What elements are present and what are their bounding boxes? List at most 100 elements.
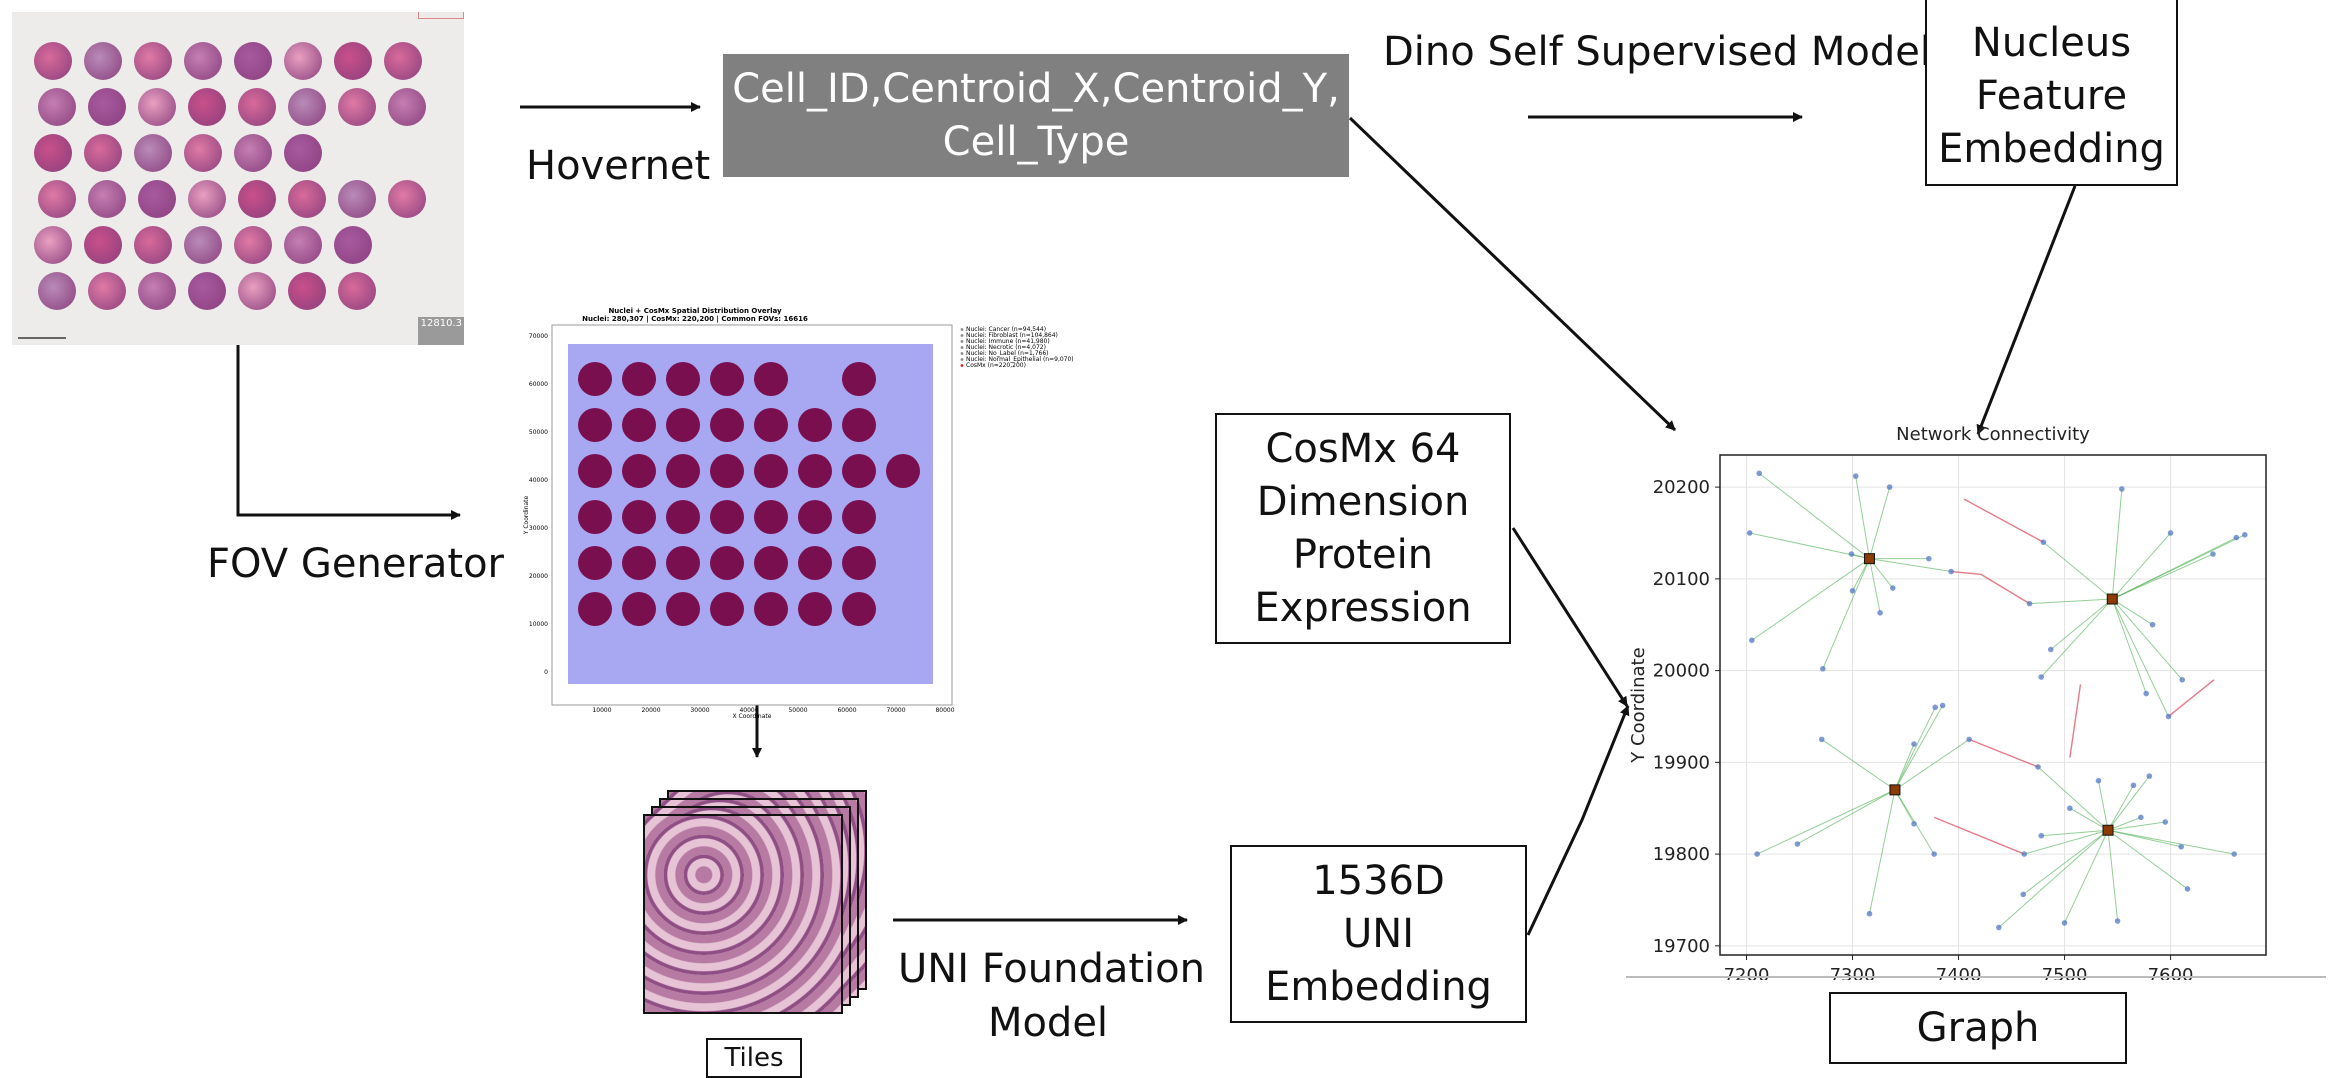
graph-edge: [2112, 598, 2153, 626]
tissue-core: [38, 88, 76, 126]
fov-core: [842, 592, 876, 626]
graph-node: [2210, 551, 2216, 557]
graph-node: [2047, 646, 2054, 653]
uni-embedding-box: 1536D UNI Embedding: [1230, 845, 1527, 1023]
fov-xtick: 10000: [592, 707, 611, 714]
fov-legend-entry: Nuclei: Immune (n=41,980): [966, 338, 1050, 345]
fov-core: [622, 408, 656, 442]
graph-label-box: Graph: [1829, 992, 2127, 1064]
graph-edge: [2111, 488, 2123, 600]
graph-node: [2138, 814, 2144, 821]
tissue-core: [288, 88, 326, 126]
tissue-core: [88, 272, 126, 310]
fov-core: [798, 454, 832, 488]
fov-legend: Nuclei: Cancer (n=94,544)Nuclei: Fibrobl…: [960, 326, 1074, 369]
slide-corner-label: 12810.3: [418, 317, 464, 345]
tissue-core: [184, 42, 222, 80]
fov-ylabel: Y Coordinate: [523, 495, 530, 535]
graph-edge: [2097, 780, 2109, 831]
graph-hub-node: [1863, 553, 1875, 565]
graph-node: [2035, 764, 2041, 770]
graph-ytick-label: 19800: [1653, 844, 1710, 865]
graph-edge: [1894, 738, 1970, 791]
fov-core: [754, 454, 788, 488]
slide-label-marker: [418, 12, 464, 19]
tissue-core: [88, 180, 126, 218]
fov-title-1: Nuclei + CosMx Spatial Distribution Over…: [608, 307, 782, 315]
nucleus-embedding-box: Nucleus Feature Embedding: [1925, 0, 2178, 186]
graph-cross-edge: [1933, 816, 2025, 855]
graph-edge: [2111, 598, 2183, 681]
fov-core: [842, 546, 876, 580]
graph-edge: [2064, 830, 2109, 924]
graph-edge: [2112, 553, 2214, 600]
fov-xtick: 30000: [690, 707, 709, 714]
graph-node: [1948, 568, 1954, 575]
cosmx-line-2: Dimension: [1256, 478, 1470, 525]
graph-node: [1996, 924, 2002, 931]
cosmx-line-3: Protein: [1292, 531, 1434, 578]
graph-node: [2233, 534, 2240, 541]
graph-edge: [2107, 785, 2134, 831]
graph-plot-frame: [1719, 454, 2267, 956]
fov-core: [842, 362, 876, 396]
tissue-core: [388, 88, 426, 126]
cosmx-line-4: Expression: [1254, 584, 1472, 631]
nucleus-embedding-line-2: Feature: [1975, 73, 2128, 119]
tissue-core: [34, 42, 72, 80]
graph-cross-edge: [2069, 684, 2082, 758]
graph-label: Graph: [1916, 1004, 2040, 1051]
tissue-core: [334, 226, 372, 264]
graph-node: [1932, 704, 1939, 711]
fov-legend-entry: Nuclei: Necrotic (n=4,072): [966, 344, 1046, 351]
fov-core: [798, 500, 832, 534]
graph-edge: [2111, 532, 2171, 600]
graph-edge: [1869, 558, 1952, 573]
graph-edge: [1751, 558, 1870, 641]
fov-core: [666, 362, 700, 396]
graph-edge: [1797, 789, 1896, 845]
fov-legend-marker: [960, 334, 964, 337]
graph-node: [2162, 819, 2169, 825]
fov-xtick: 50000: [788, 707, 807, 714]
graph-ytick-label: 19900: [1653, 752, 1710, 773]
graph-node: [1911, 821, 1917, 827]
fov-title-2: Nuclei: 280,307 | CosMx: 220,200 | Commo…: [582, 315, 808, 324]
fov-core: [666, 408, 700, 442]
fov-core: [754, 592, 788, 626]
graph-hub-node: [2106, 593, 2118, 605]
graph-node: [2040, 539, 2047, 545]
arrow-celltable-to-graph: [1348, 116, 1677, 432]
fov-core: [578, 362, 612, 396]
tissue-core: [284, 42, 322, 80]
fov-core: [798, 408, 832, 442]
cosmx-line-1: CosMx 64: [1265, 425, 1461, 472]
nucleus-embedding-line-1: Nucleus: [1971, 20, 2132, 66]
tissue-microarray-slide-image: 12810.3: [12, 12, 464, 345]
cosmx-expression-box: CosMx 64 Dimension Protein Expression: [1215, 413, 1511, 644]
graph-node: [2165, 713, 2172, 720]
fov-core: [754, 500, 788, 534]
graph-node: [1848, 551, 1855, 557]
graph-node: [1746, 530, 1753, 536]
tissue-core: [84, 42, 122, 80]
graph-node: [1754, 851, 1760, 857]
uni-embedding-line-1: 1536D: [1312, 857, 1445, 904]
cell-table-line-2: Cell_Type: [942, 118, 1130, 165]
tissue-core: [184, 134, 222, 172]
fov-ytick: 10000: [529, 621, 548, 628]
graph-ytick-label: 20100: [1653, 569, 1710, 590]
graph-node: [1818, 736, 1825, 743]
fov-core: [886, 454, 920, 488]
graph-node: [1794, 841, 1801, 847]
graph-node: [2061, 920, 2068, 926]
graph-edge: [1822, 558, 1870, 669]
fov-core: [710, 592, 744, 626]
tissue-core: [134, 134, 172, 172]
fov-ytick: 60000: [529, 381, 548, 388]
graph-ytick-label: 20200: [1653, 477, 1710, 498]
graph-edge: [1855, 476, 1870, 559]
fov-core: [622, 362, 656, 396]
tissue-core: [338, 88, 376, 126]
